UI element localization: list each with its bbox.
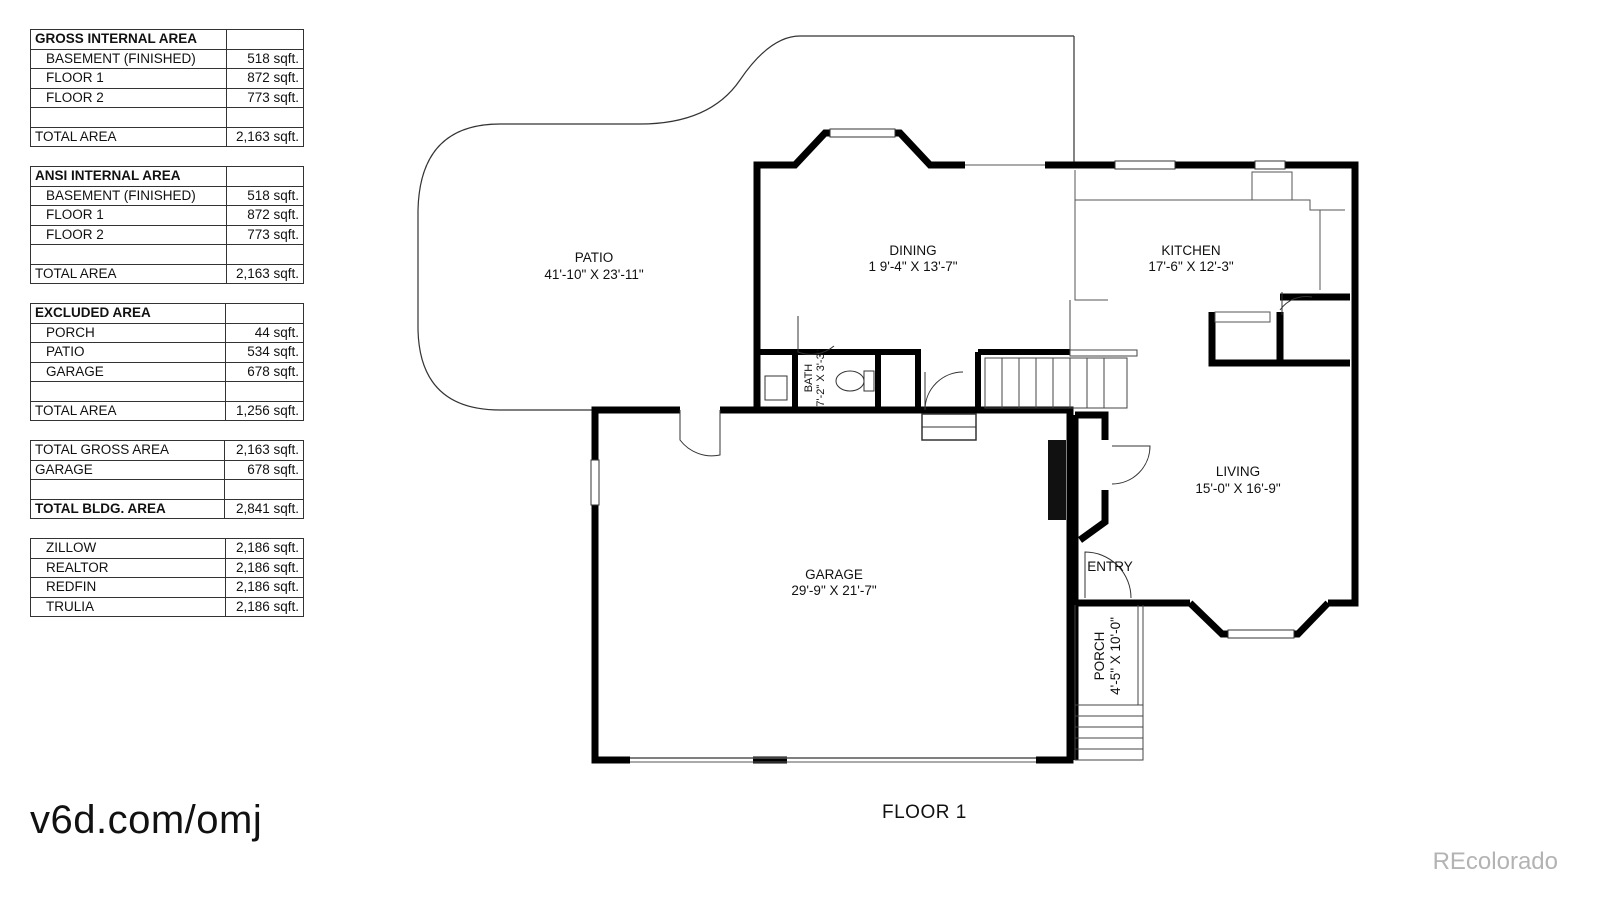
bath-label: BATH	[803, 364, 815, 393]
hall-door	[924, 371, 964, 411]
bath-dimensions: 7'-2" X 3'-3"	[815, 349, 827, 406]
area-row-label: TOTAL AREA	[30, 126, 227, 147]
kitchen-window	[1114, 160, 1176, 170]
bath-toilet	[835, 370, 865, 392]
dining-dimensions: 1 9'-4" X 13'-7"	[868, 259, 957, 274]
fireplace	[1048, 440, 1066, 520]
living-closet-door	[1111, 445, 1151, 485]
patio-dimensions: 41'-10" X 23'-11"	[544, 267, 644, 282]
area-row-value: 2,841 sqft.	[224, 498, 304, 519]
short-url[interactable]: v6d.com/omj	[30, 798, 263, 842]
bath-walls	[757, 349, 1070, 410]
area-row-value: 1,256 sqft.	[224, 400, 305, 421]
porch-dimensions: 4'-5" X 10'-0"	[1108, 617, 1123, 695]
dining-label: DINING	[889, 243, 936, 258]
area-row-value: 2,163 sqft.	[225, 126, 305, 147]
area-row: BASEMENT (FINISHED)518 sqft.	[30, 48, 305, 69]
bath-sink	[764, 375, 788, 401]
area-row: ANSI INTERNAL AREA	[30, 166, 305, 187]
entry-door	[1084, 551, 1132, 599]
area-row-label: ANSI INTERNAL AREA	[30, 166, 227, 187]
floor-label: FLOOR 1	[882, 802, 967, 823]
bath-door	[797, 316, 835, 355]
area-row-value: 872 sqft.	[225, 68, 305, 89]
patio-label: PATIO	[575, 250, 614, 265]
area-row-label: TOTAL AREA	[30, 400, 226, 421]
garage-side-door	[679, 410, 721, 457]
area-row-value: 2,186 sqft.	[224, 596, 305, 617]
garage-walls	[591, 406, 1074, 764]
porch	[1074, 605, 1144, 761]
living-dimensions: 15'-0" X 16'-9"	[1195, 481, 1280, 496]
garage-label: GARAGE	[805, 567, 863, 582]
area-row-value: 2,163 sqft.	[225, 263, 305, 284]
watermark-logo: REcolorado	[1432, 848, 1558, 875]
garage-window	[590, 459, 600, 506]
area-row-label: TOTAL AREA	[30, 263, 227, 284]
area-row-value: 773 sqft.	[225, 87, 305, 108]
area-row-label: TRULIA	[30, 596, 226, 617]
area-row-label: PORCH	[30, 322, 226, 343]
area-row: GROSS INTERNAL AREA	[30, 29, 305, 50]
living-bay-window	[1227, 629, 1295, 639]
area-row-label: TOTAL BLDG. AREA	[29, 498, 226, 519]
kitchen-window-2	[1254, 160, 1286, 170]
stairs	[984, 300, 1138, 409]
dining-bay-window	[829, 128, 1045, 166]
entry-label: ENTRY	[1087, 559, 1133, 574]
patio-outline	[417, 35, 1075, 411]
area-row-value: 678 sqft.	[224, 459, 304, 480]
kitchen-counters	[1074, 170, 1345, 323]
area-row-value: 2,186 sqft.	[224, 557, 305, 578]
area-row-value: 872 sqft.	[225, 205, 305, 226]
porch-label: PORCH	[1092, 632, 1107, 681]
living-label: LIVING	[1216, 464, 1260, 479]
kitchen-label: KITCHEN	[1161, 243, 1220, 258]
living-walls	[1075, 411, 1331, 638]
area-row-value: 534 sqft.	[224, 342, 305, 363]
kitchen-dimensions: 17'-6" X 12'-3"	[1148, 259, 1233, 274]
garage-dimensions: 29'-9" X 21'-7"	[791, 583, 876, 598]
